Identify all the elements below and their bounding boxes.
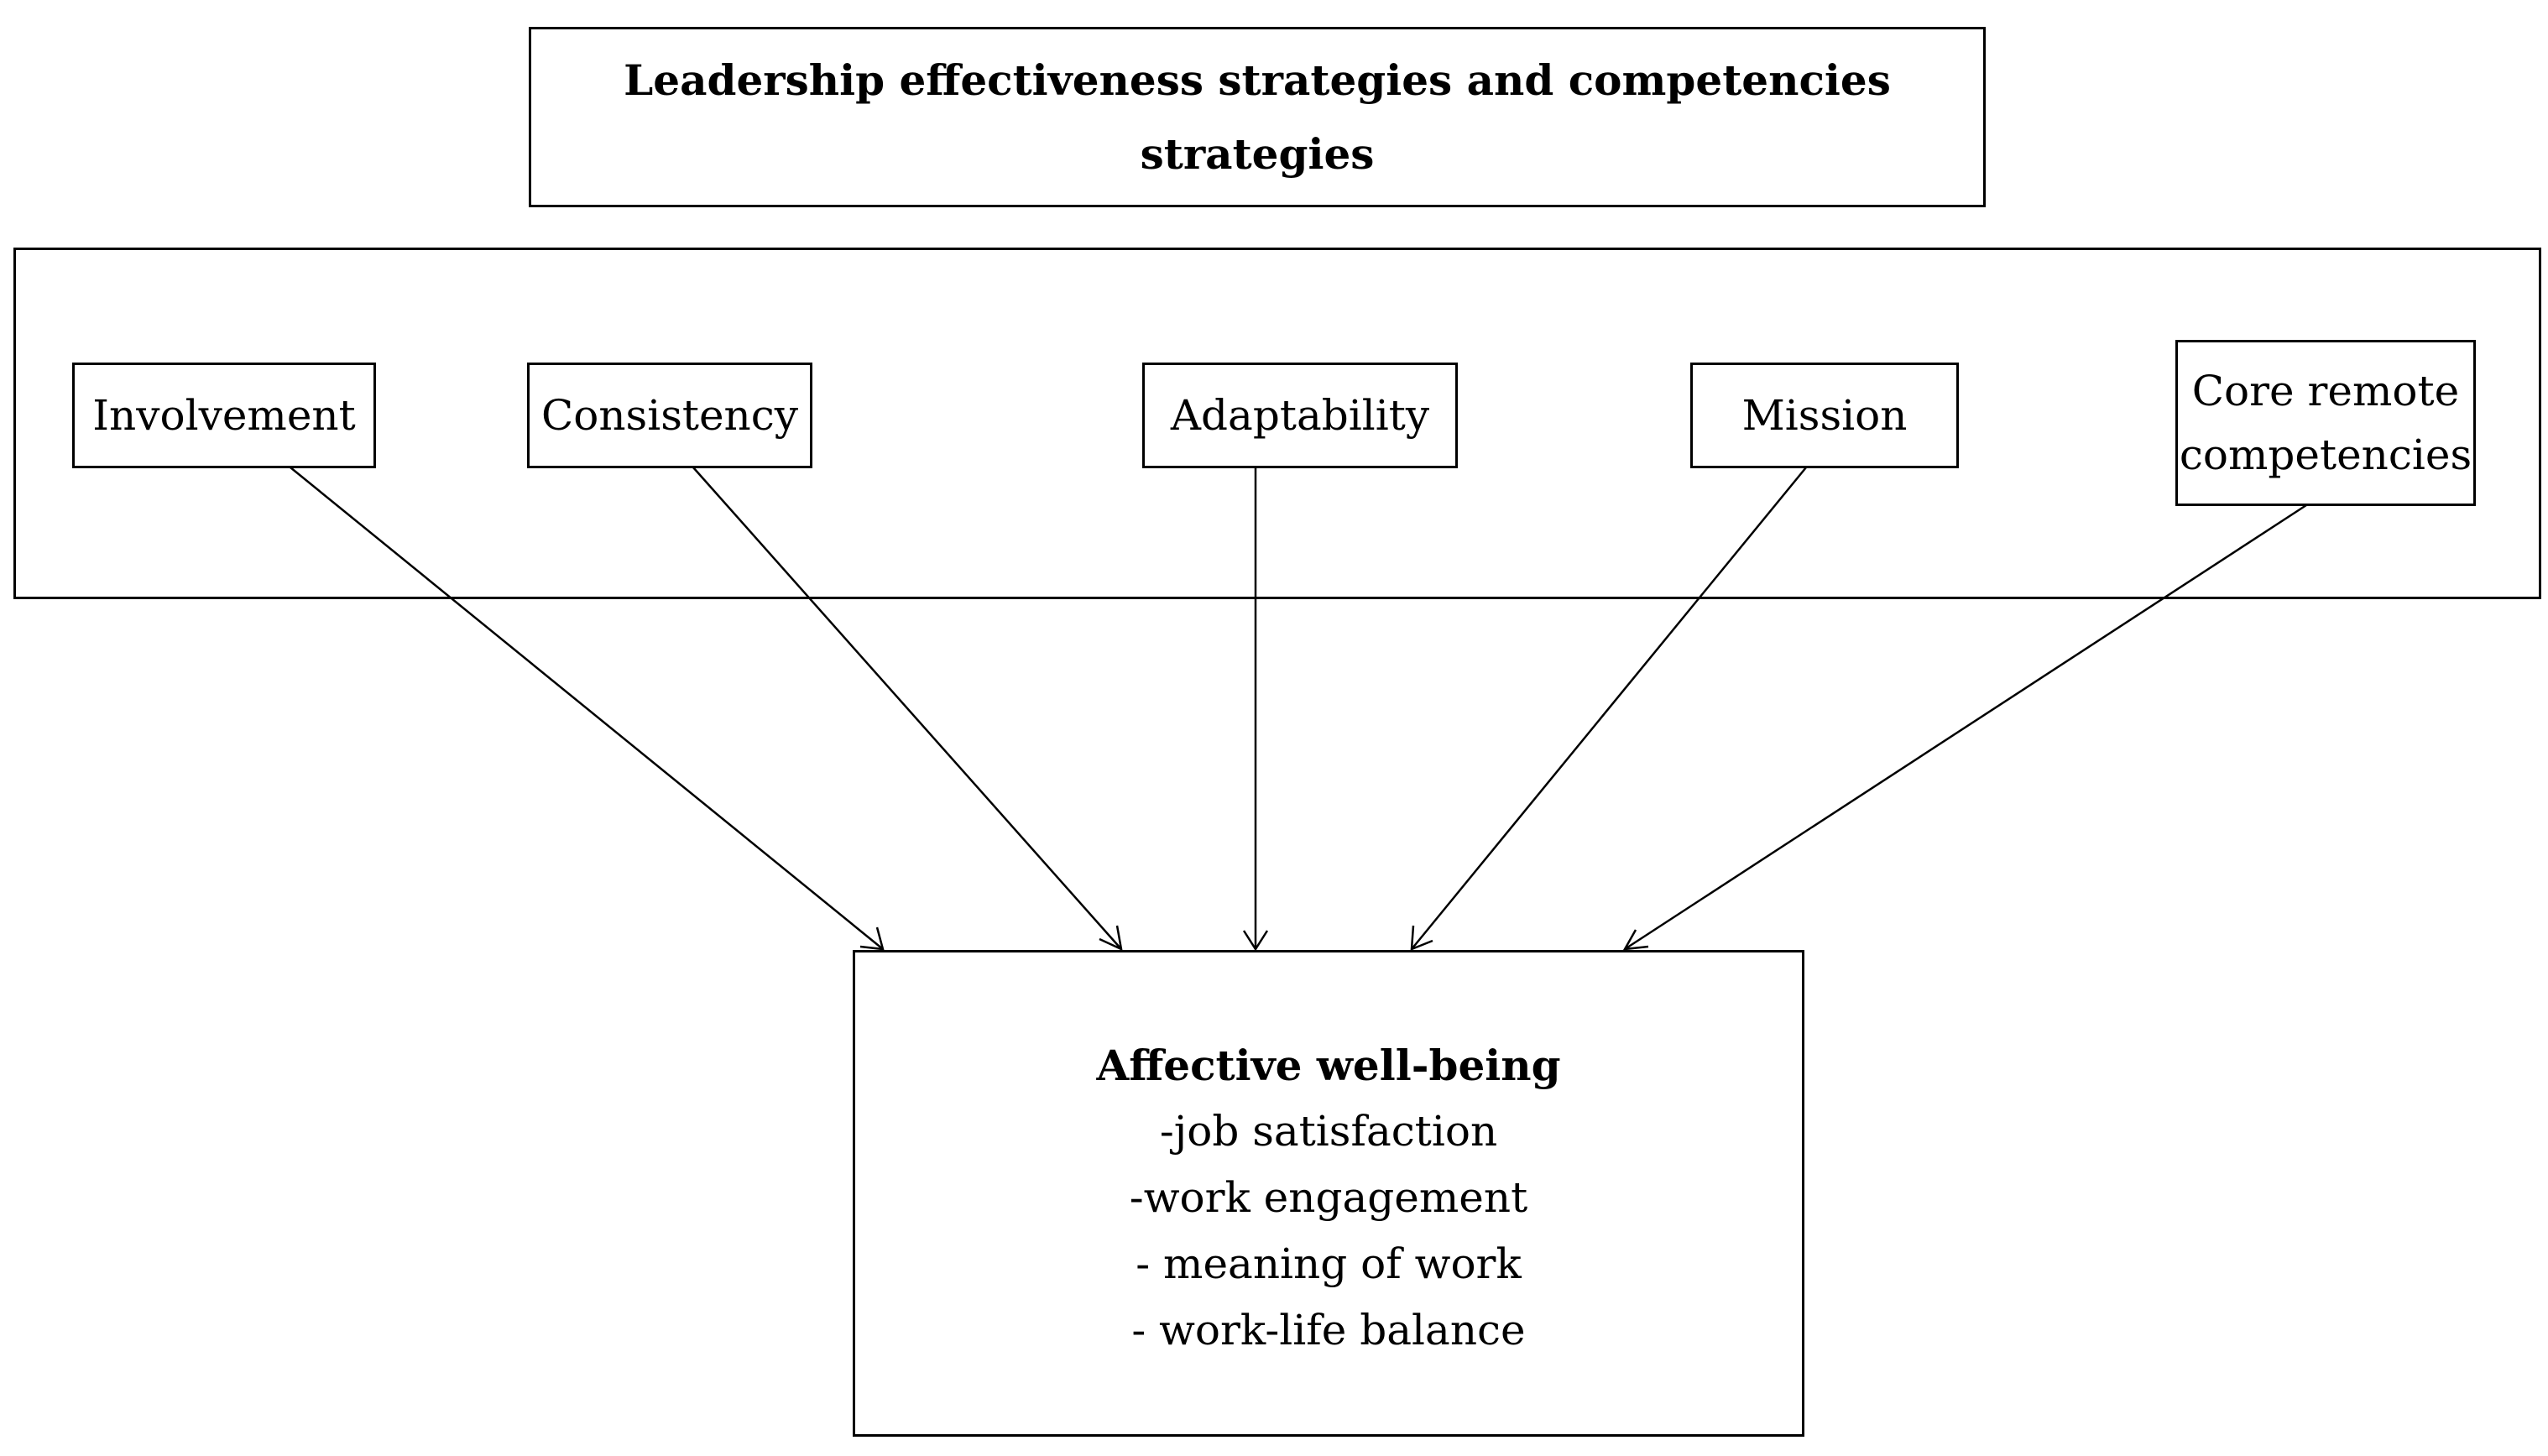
- diagram-title-line-1: Leadership effectiveness strategies and …: [624, 55, 1891, 105]
- factor-label-line-2: competencies: [2179, 431, 2472, 479]
- factor-label: Consistency: [540, 391, 798, 440]
- outcome-item: -job satisfaction: [1159, 1106, 1498, 1156]
- outcome-item: - meaning of work: [1136, 1239, 1522, 1288]
- factor-label: Involvement: [92, 391, 356, 440]
- factor-box-core-remote-competencies: Core remote competencies: [2175, 340, 2476, 506]
- outcome-item: - work-life balance: [1131, 1305, 1526, 1354]
- factor-box-mission: Mission: [1690, 363, 1959, 468]
- outcome-title: Affective well-being: [1096, 1040, 1561, 1090]
- factor-label-line-1: Core remote: [2191, 367, 2460, 415]
- factor-label: Mission: [1741, 391, 1908, 440]
- factor-box-involvement: Involvement: [72, 363, 376, 468]
- factor-box-adaptability: Adaptability: [1142, 363, 1458, 468]
- factor-label: Adaptability: [1170, 391, 1430, 440]
- diagram-title-line-2: strategies: [1140, 128, 1375, 179]
- outcome-box-affective-well-being: Affective well-being -job satisfaction -…: [853, 950, 1804, 1437]
- factor-box-consistency: Consistency: [527, 363, 812, 468]
- strategies-group-box: [13, 248, 2541, 599]
- diagram-title-box: Leadership effectiveness strategies and …: [529, 27, 1986, 207]
- outcome-item: -work engagement: [1129, 1172, 1528, 1222]
